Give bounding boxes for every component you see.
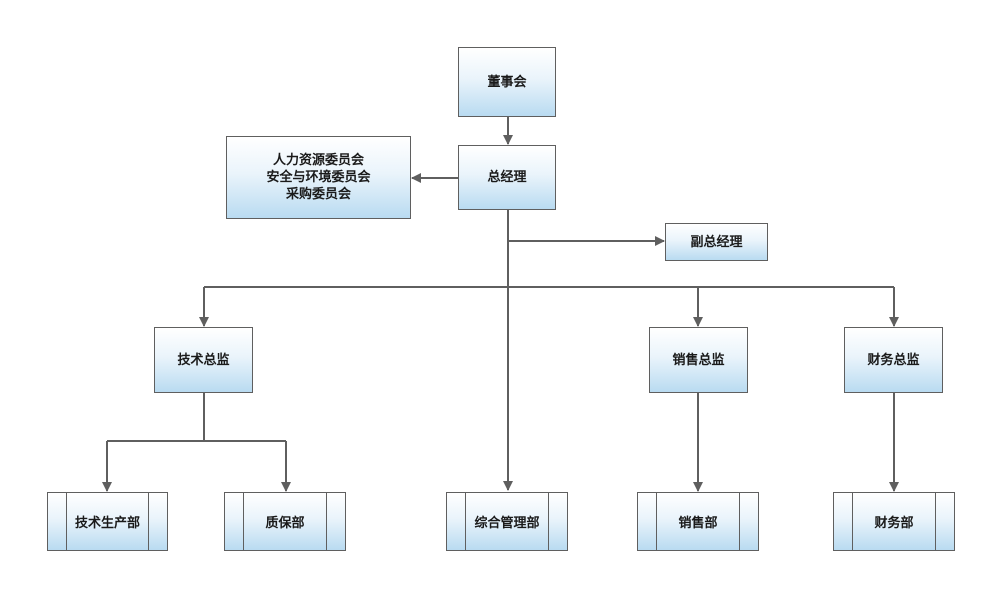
gm-label: 总经理 <box>487 170 527 185</box>
board-box: 董事会 <box>458 47 556 117</box>
gm-box: 总经理 <box>458 145 556 210</box>
tech-director-label: 技术总监 <box>177 352 230 368</box>
finance-dept-box: 财务部 <box>833 492 955 551</box>
tech-director-box: 技术总监 <box>154 327 253 393</box>
sales-dept-box: 销售部 <box>637 492 759 551</box>
sales-director-box: 销售总监 <box>649 327 748 393</box>
committees-box: 人力资源委员会 安全与环境委员会 采购委员会 <box>226 136 411 219</box>
committee-safety-label: 安全与环境委员会 <box>266 170 371 185</box>
quality-dept-box: 质保部 <box>224 492 346 551</box>
finance-director-box: 财务总监 <box>844 327 943 393</box>
sales-director-label: 销售总监 <box>672 352 725 368</box>
sales-dept-label: 销售部 <box>678 516 718 531</box>
tech-production-dept-box: 技术生产部 <box>47 492 168 551</box>
finance-dept-label: 财务部 <box>874 516 914 531</box>
quality-dept-label: 质保部 <box>265 516 305 531</box>
committee-hr-label: 人力资源委员会 <box>272 153 364 168</box>
general-admin-dept-box: 综合管理部 <box>446 492 568 551</box>
board-label: 董事会 <box>487 74 527 90</box>
committee-procurement-label: 采购委员会 <box>285 187 351 202</box>
deputy-gm-label: 副总经理 <box>690 234 743 250</box>
tech-production-dept-label: 技术生产部 <box>74 516 140 531</box>
deputy-gm-box: 副总经理 <box>665 223 768 261</box>
finance-director-label: 财务总监 <box>867 352 920 368</box>
general-admin-dept-label: 综合管理部 <box>474 516 540 531</box>
